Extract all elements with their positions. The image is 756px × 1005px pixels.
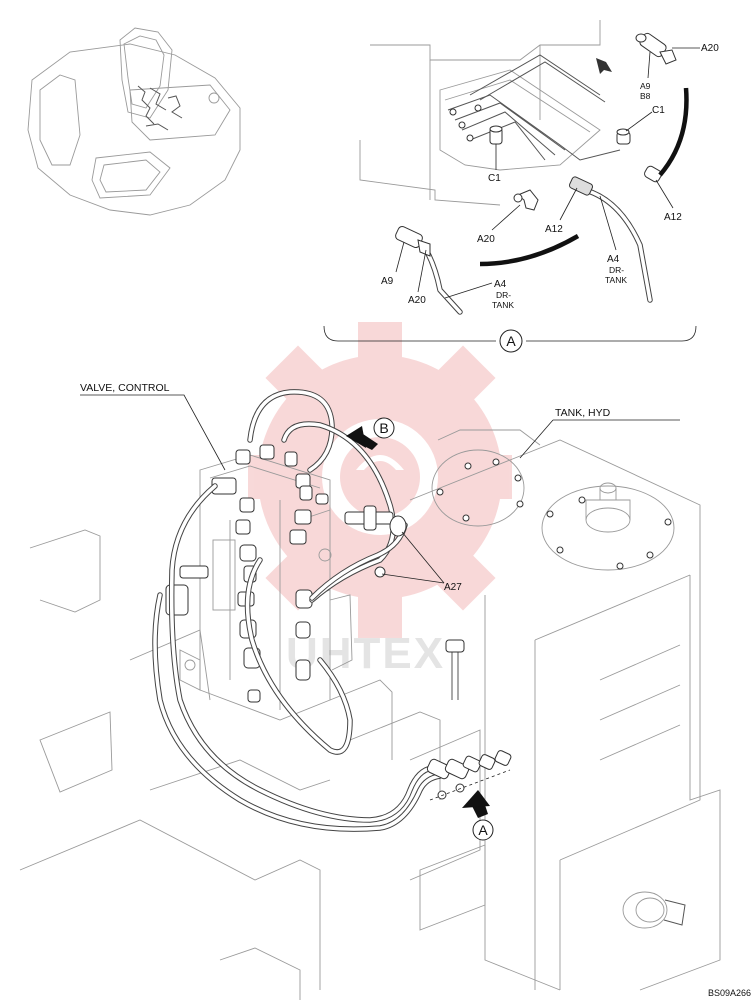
callout-b: B [379, 420, 388, 436]
label-a12-right: A12 [664, 212, 682, 223]
machine-overview-thumbnail [27, 27, 241, 216]
label-a20-mid: A20 [477, 234, 495, 245]
a27-clamp [374, 566, 386, 578]
main-assembly-view: B A VALVE, CONTROL TANK, HYD A27 [19, 382, 721, 1000]
label-drtank-left-2: TANK [492, 300, 514, 310]
callout-a-circle [472, 819, 494, 841]
callout-a-bottom: A [478, 822, 488, 838]
hydraulic-hoses [152, 389, 443, 832]
fitting-a20-a9-top [635, 32, 677, 65]
label-a4-left: A4 [494, 279, 507, 290]
callout-a-detail-circle [499, 329, 523, 353]
label-b8-top: B8 [640, 91, 651, 101]
label-a12-mid: A12 [545, 224, 563, 235]
direction-arrow-icon [596, 58, 612, 74]
label-a4-right: A4 [607, 254, 620, 265]
fitting-a12-right [644, 165, 662, 183]
label-drtank-left-1: DR- [496, 290, 511, 300]
curved-arrow-right-icon [658, 87, 689, 177]
label-tank-hyd: TANK, HYD [555, 407, 611, 419]
label-drtank-right-1: DR- [609, 265, 624, 275]
detail-view-a: A20 A9 B8 C1 C1 A12 A12 A20 A4 DR- TANK … [323, 20, 719, 353]
fitting-c1-left [489, 125, 503, 145]
fitting-a9-a20-left [395, 225, 463, 315]
label-a9-left: A9 [381, 276, 394, 287]
callout-a-detail: A [506, 333, 516, 349]
label-drtank-right-2: TANK [605, 275, 627, 285]
figure-reference-code: BS09A266 [708, 988, 751, 998]
label-a9-top: A9 [640, 81, 651, 91]
label-a20-top: A20 [701, 43, 719, 54]
label-a20-left: A20 [408, 295, 426, 306]
fitting-c1-right [616, 128, 631, 145]
label-c1-left: C1 [488, 173, 501, 184]
tee-fitting [344, 505, 407, 537]
bottom-port-fittings [426, 750, 512, 801]
callout-b-circle [373, 417, 395, 439]
watermark-text: UHTEX [286, 629, 445, 678]
label-a27: A27 [444, 582, 462, 593]
label-valve-control: VALVE, CONTROL [80, 382, 170, 394]
curved-arrow-left-icon [479, 234, 580, 267]
fitting-a20-mid [513, 189, 539, 211]
label-c1-right: C1 [652, 105, 665, 116]
fitting-a12-mid [568, 176, 653, 303]
